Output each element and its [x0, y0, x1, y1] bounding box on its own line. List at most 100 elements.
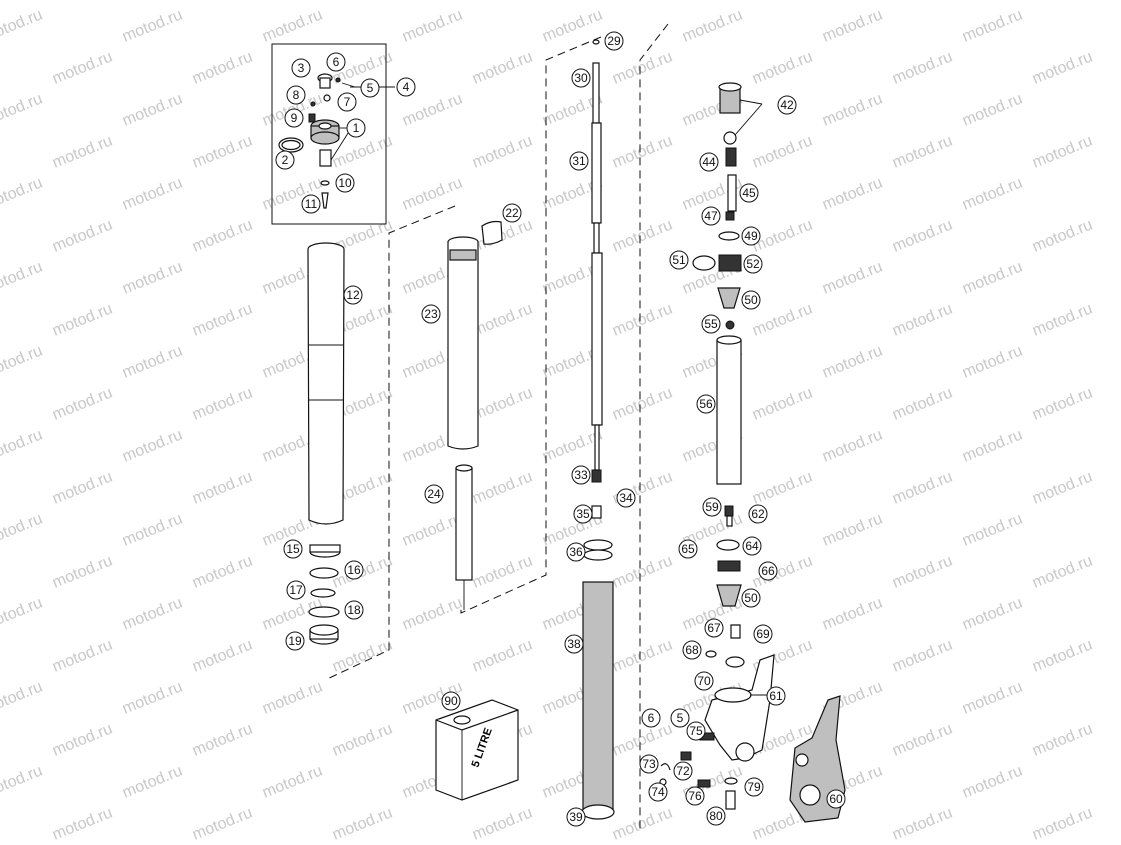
- callout-19: 19: [285, 631, 305, 651]
- callout-68: 68: [682, 640, 702, 660]
- callout-circle: [275, 150, 295, 170]
- callout-label: 31: [572, 154, 586, 168]
- callout-label: 90: [444, 694, 458, 708]
- callout-label: 8: [293, 88, 300, 102]
- callout-circle: [682, 640, 702, 660]
- callout-circle: [739, 183, 759, 203]
- part-66-piston: [717, 560, 741, 572]
- callout-circle: [766, 686, 786, 706]
- part-47-nut: [725, 211, 735, 221]
- callout-label: 29: [607, 34, 621, 48]
- callout-circle: [696, 394, 716, 414]
- part-80-screw: [725, 790, 736, 810]
- callout-label: 34: [619, 491, 633, 505]
- callout-30: 30: [571, 68, 591, 88]
- callout-circle: [571, 68, 591, 88]
- callout-circle: [344, 560, 364, 580]
- callout-circle: [639, 754, 659, 774]
- callout-5b: 5: [670, 708, 690, 728]
- callout-circle: [326, 52, 346, 72]
- callout-label: 9: [291, 111, 298, 125]
- callout-circle: [566, 807, 586, 827]
- callout-circle: [641, 708, 661, 728]
- callout-51: 51: [669, 250, 689, 270]
- callout-label: 3: [298, 61, 305, 75]
- callout-label: 16: [347, 563, 361, 577]
- callout-12: 12: [343, 285, 363, 305]
- callout-circle: [678, 539, 698, 559]
- callout-circle: [741, 588, 761, 608]
- callout-label: 42: [780, 98, 794, 112]
- part-6-ball: [335, 77, 341, 83]
- callout-42: 42: [777, 95, 797, 115]
- callout-label: 74: [651, 785, 665, 799]
- part-76-bolt: [697, 779, 711, 788]
- callout-76: 76: [685, 786, 705, 806]
- callout-label: 49: [744, 229, 758, 243]
- callout-label: 24: [427, 487, 441, 501]
- guide-inner: [460, 36, 602, 614]
- callout-circle: [569, 151, 589, 171]
- callout-label: 1: [353, 121, 360, 135]
- callout-circle: [564, 634, 584, 654]
- callout-circle: [441, 691, 461, 711]
- callout-23: 23: [421, 304, 441, 324]
- part-8-oring: [310, 101, 316, 107]
- callout-29: 29: [604, 31, 624, 51]
- part-31-damper-rod: [591, 122, 602, 224]
- callout-circle: [344, 600, 364, 620]
- callout-label: 2: [282, 153, 289, 167]
- callout-18: 18: [344, 600, 364, 620]
- callout-circle: [685, 786, 705, 806]
- callout-circle: [758, 561, 778, 581]
- part-72-bolt: [680, 751, 692, 761]
- callout-circle: [744, 777, 764, 797]
- callout-label: 60: [829, 792, 843, 806]
- callout-22: 22: [502, 203, 522, 223]
- callout-circle: [571, 465, 591, 485]
- callout-label: 79: [747, 780, 761, 794]
- callout-label: 68: [685, 643, 699, 657]
- guide-outer: [324, 205, 456, 681]
- callout-circle: [694, 671, 714, 691]
- callout-72: 72: [673, 761, 693, 781]
- part-18-ring: [308, 606, 340, 618]
- part-30-rod-top: [592, 62, 600, 124]
- callout-66: 66: [758, 561, 778, 581]
- callout-circle: [673, 761, 693, 781]
- callout-label: 59: [705, 500, 719, 514]
- callout-circle: [753, 624, 773, 644]
- callout-label: 17: [289, 583, 303, 597]
- callout-35: 35: [573, 504, 593, 524]
- callout-69: 69: [753, 624, 773, 644]
- damper-rod-group: [581, 39, 615, 820]
- part-23-inner-tube: [447, 242, 479, 450]
- callout-circle: [346, 118, 366, 138]
- callout-65: 65: [678, 539, 698, 559]
- detail-box: [271, 43, 387, 225]
- part-16-ring: [309, 567, 339, 579]
- callout-circle: [741, 290, 761, 310]
- callouts: 1234567891011121516171819222324293031333…: [275, 31, 846, 827]
- callout-label: 51: [672, 253, 686, 267]
- callout-79: 79: [744, 777, 764, 797]
- part-35-piston: [591, 505, 602, 519]
- part-12-outer-tube: [307, 248, 345, 525]
- callout-50a: 50: [741, 290, 761, 310]
- callout-label: 39: [569, 810, 583, 824]
- callout-label: 44: [702, 155, 716, 169]
- callout-64: 64: [742, 536, 762, 556]
- part-36-ring: [583, 539, 613, 551]
- callout-73: 73: [639, 754, 659, 774]
- callout-label: 55: [704, 317, 718, 331]
- callout-label: 10: [338, 176, 352, 190]
- oil-can-group: 5 LITRE: [435, 699, 519, 801]
- callout-circle: [742, 536, 762, 556]
- callout-circle: [604, 31, 624, 51]
- part-33-nut: [591, 469, 602, 483]
- callout-label: 61: [769, 689, 783, 703]
- callout-circle: [421, 304, 441, 324]
- part-55-nut: [725, 320, 735, 330]
- callout-label: 62: [751, 507, 765, 521]
- callout-label: 52: [746, 257, 760, 271]
